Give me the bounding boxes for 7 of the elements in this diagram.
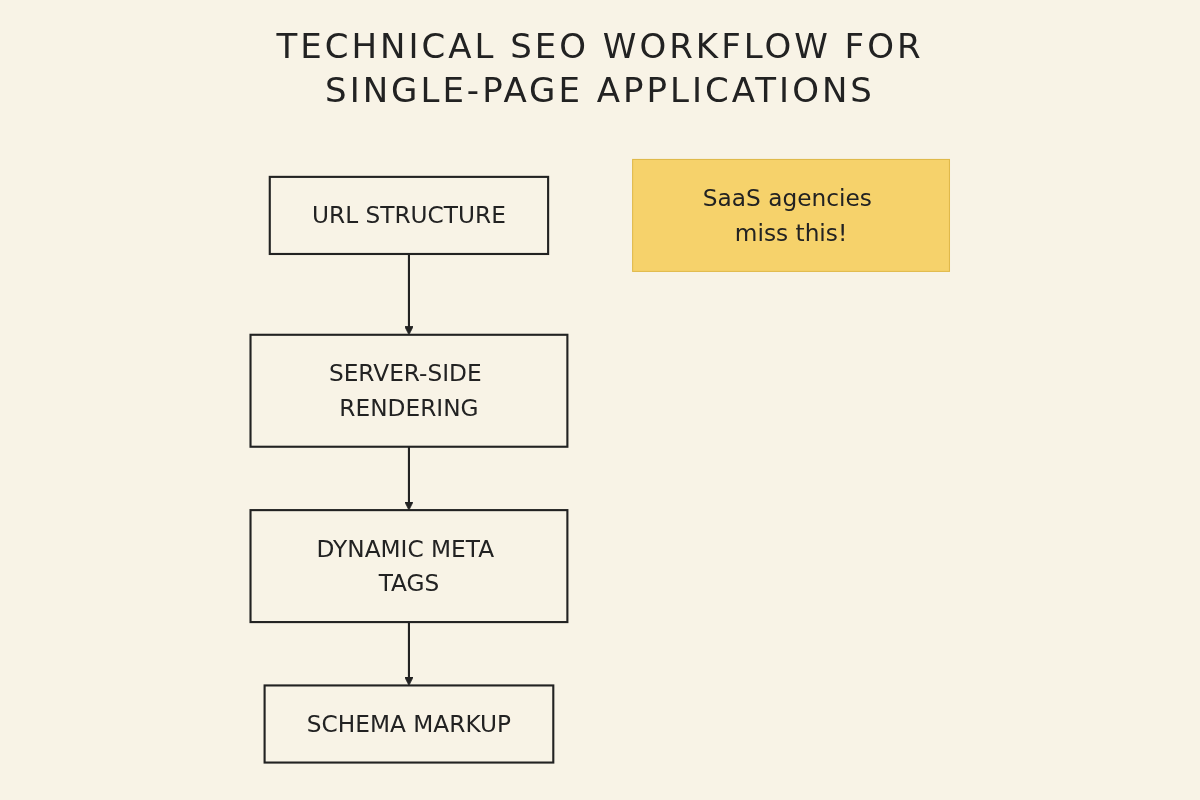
node-box: SCHEMA MARKUP [263, 684, 555, 764]
diagram-title: TECHNICAL SEO WORKFLOW FOR SINGLE-PAGE APPLICATIONS [275, 25, 925, 113]
node-box: SaaS agencies miss this! [632, 159, 950, 273]
node-box: URL STRUCTURE [268, 176, 550, 256]
node-box: DYNAMIC META TAGS [249, 509, 569, 624]
arrow [404, 446, 414, 511]
node-box: SERVER-SIDE RENDERING [249, 333, 569, 448]
